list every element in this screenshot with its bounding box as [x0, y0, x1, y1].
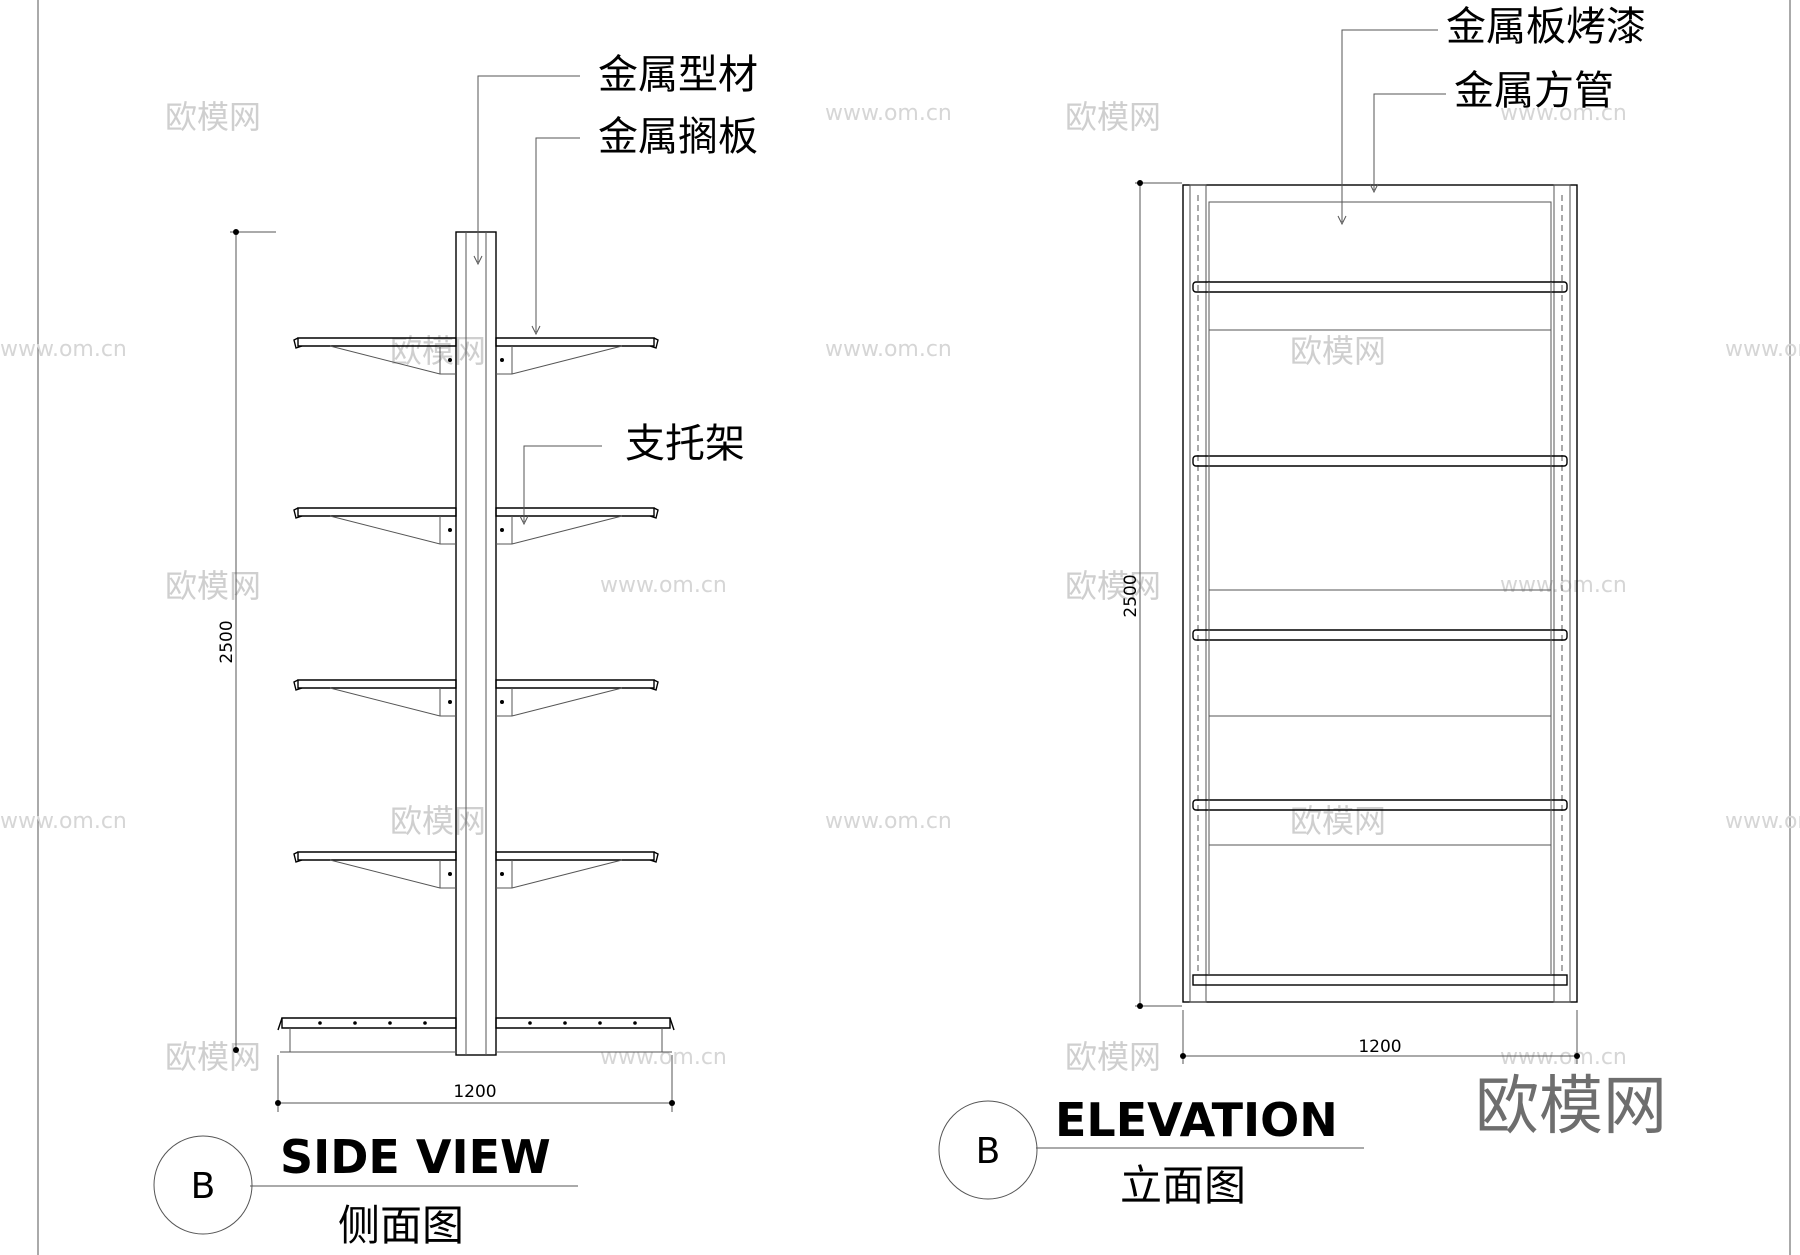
- elevation-shelves: [1192, 281, 1568, 846]
- elevation-title-block: B ELEVATION 立面图: [938, 1093, 1364, 1210]
- watermark-logo: 欧模网: [1290, 332, 1386, 370]
- side-shelf: [293, 851, 659, 889]
- elevation-drawing: 2500 1200 金属板烤漆 金属方管 B ELEVATION 立面图: [938, 4, 1646, 1210]
- bottom-plinth: [1192, 974, 1568, 986]
- elevation-subtitle: 立面图: [1120, 1161, 1246, 1210]
- elevation-tag-circle: [938, 1100, 1038, 1200]
- watermark-url: www.om.cn: [1725, 809, 1800, 834]
- elevation-frame: [1182, 184, 1578, 1003]
- side-view-title: SIDE VIEW: [280, 1130, 551, 1184]
- watermark-logo: 欧模网: [390, 802, 486, 840]
- elevation-width-label: 1200: [1358, 1037, 1401, 1057]
- watermark-logo: 欧模网: [165, 98, 261, 136]
- watermark-logo: 欧模网: [1065, 98, 1161, 136]
- watermark-url: www.om.cn: [1500, 1045, 1627, 1070]
- callout-square-tube: 金属方管: [1454, 68, 1614, 114]
- elevation-title: ELEVATION: [1055, 1093, 1338, 1147]
- watermark-url: www.om.cn: [0, 809, 127, 834]
- elevation-height-label: 2500: [1121, 574, 1141, 617]
- top-panel: [1208, 201, 1552, 283]
- side-shelf: [293, 679, 659, 717]
- upright-post: [455, 231, 497, 1056]
- side-view-drawing: 2500 1200 金属型材 金属搁板 支托架 B: [153, 52, 758, 1250]
- elevation-height-dimension: 2500: [1121, 180, 1182, 1009]
- elevation-shelf-board: [1192, 629, 1568, 641]
- side-width-label: 1200: [453, 1082, 496, 1102]
- watermark-logo: 欧模网: [165, 1038, 261, 1076]
- watermark-url: www.om.cn: [1725, 337, 1800, 362]
- watermark-url: www.om.cn: [825, 337, 952, 362]
- callout-metal-shelf: 金属搁板: [598, 114, 758, 160]
- watermark-url: www.om.cn: [0, 337, 127, 362]
- side-height-label: 2500: [217, 620, 237, 663]
- side-height-dimension: 2500: [217, 229, 276, 1053]
- elevation-tag-letter: B: [976, 1131, 1001, 1172]
- watermark-url: www.om.cn: [600, 1045, 727, 1070]
- watermark-logo: 欧模网: [165, 567, 261, 605]
- side-shelves: [293, 337, 659, 889]
- side-base: [277, 1017, 675, 1053]
- side-shelf: [293, 337, 659, 375]
- watermark-logo: 欧模网: [1065, 567, 1161, 605]
- elevation-callouts: 金属板烤漆 金属方管: [1337, 4, 1646, 226]
- watermark-logo: 欧模网: [1065, 1038, 1161, 1076]
- watermark-layer: 欧模网 欧模网 欧模网 欧模网 欧模网 欧模网 欧模网 欧模网 欧模网 欧模网 …: [0, 98, 1800, 1076]
- watermark-logo: 欧模网: [1290, 802, 1386, 840]
- side-tag-letter: B: [191, 1166, 216, 1207]
- callout-painted-metal-panel: 金属板烤漆: [1446, 4, 1646, 50]
- elevation-width-dimension: 1200: [1180, 1010, 1580, 1064]
- watermark-url: www.om.cn: [825, 809, 952, 834]
- elevation-shelf-board: [1192, 281, 1568, 293]
- side-title-block: B SIDE VIEW 侧面图: [153, 1130, 578, 1250]
- side-tag-circle: [153, 1135, 253, 1235]
- elevation-shelf-board: [1192, 455, 1568, 467]
- brand-watermark: 欧模网: [1475, 1070, 1667, 1144]
- watermark-url: www.om.cn: [600, 573, 727, 598]
- side-shelf: [293, 507, 659, 545]
- watermark-url: www.om.cn: [825, 101, 952, 126]
- side-width-dimension: 1200: [275, 1055, 675, 1112]
- elevation-shelf-board: [1192, 799, 1568, 811]
- watermark-url: www.om.cn: [1500, 573, 1627, 598]
- side-callouts: 金属型材 金属搁板 支托架: [473, 52, 758, 526]
- watermark-url: www.om.cn: [1500, 101, 1627, 126]
- side-view-subtitle: 侧面图: [338, 1201, 464, 1250]
- callout-metal-profile: 金属型材: [598, 52, 758, 98]
- callout-bracket: 支托架: [625, 421, 745, 467]
